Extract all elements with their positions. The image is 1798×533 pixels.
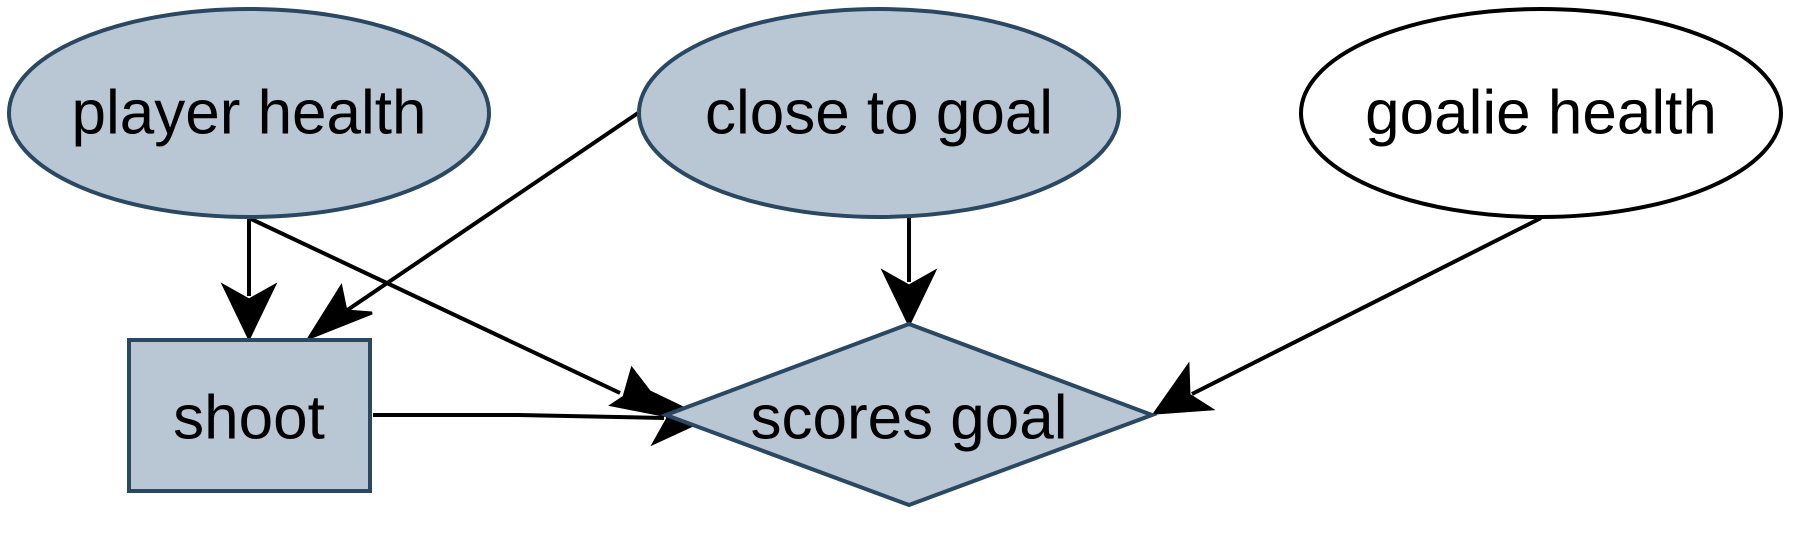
close-to-goal-ellipse	[637, 7, 1121, 219]
goalie-health-label: goalie health	[1365, 79, 1717, 148]
shoot-rectangle	[127, 338, 372, 493]
player-health-label: player health	[71, 79, 426, 148]
node-shoot[interactable]: shoot	[127, 338, 372, 493]
scores-goal-label: scores goal	[750, 384, 1067, 453]
shoot-label: shoot	[173, 384, 325, 453]
player-health-ellipse	[7, 7, 491, 219]
goalie-health-ellipse	[1299, 7, 1783, 219]
edges	[220, 111, 1542, 447]
edge-goalie-health-to-scores-goal	[1151, 216, 1542, 415]
edge-player-health-to-scores-goal	[248, 216, 672, 419]
edge-close-to-goal-to-scores-goal	[880, 218, 938, 328]
edge-close-to-goal-to-shoot	[305, 111, 640, 342]
close-to-goal-label: close to goal	[705, 79, 1053, 148]
edge-player-health-to-shoot	[220, 218, 278, 342]
scores-goal-diamond	[660, 321, 1158, 508]
node-goalie-health[interactable]: goalie health	[1299, 7, 1783, 219]
node-close-to-goal[interactable]: close to goal	[637, 7, 1121, 219]
nodes: player health close to goal goalie healt…	[7, 7, 1783, 508]
node-scores-goal[interactable]: scores goal	[660, 321, 1158, 508]
node-player-health[interactable]: player health	[7, 7, 491, 219]
